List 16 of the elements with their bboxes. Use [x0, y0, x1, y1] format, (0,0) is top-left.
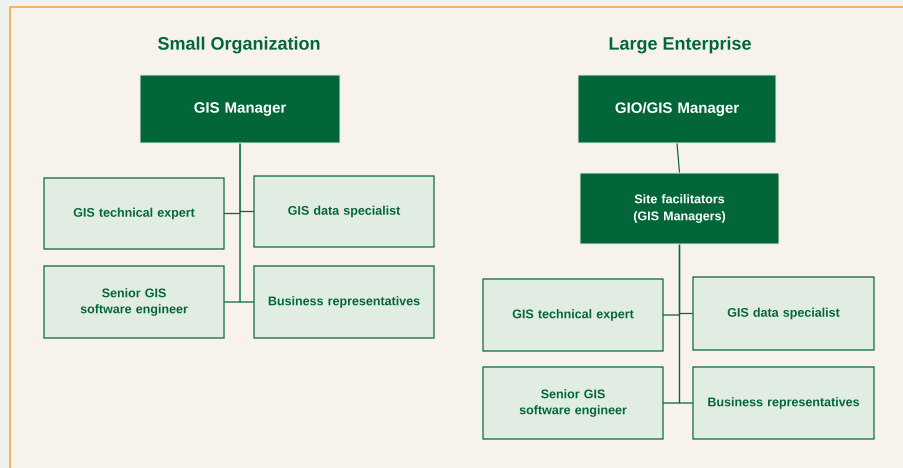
connector-line: [676, 143, 680, 173]
connector-line: [678, 244, 692, 404]
role-box: Senior GIS software engineer: [482, 366, 664, 440]
section-heading: Large Enterprise: [610, 36, 751, 54]
manager-box: Site facilitators (GIS Managers): [580, 172, 780, 244]
role-box: GIS technical expert: [482, 278, 664, 352]
manager-box: GIS Manager: [140, 74, 340, 144]
section-heading: Small Organization: [158, 36, 320, 54]
role-box: GIS data specialist: [692, 276, 875, 351]
role-box: Senior GIS software engineer: [43, 265, 225, 339]
role-box: Business representatives: [253, 265, 435, 339]
role-box: Business representatives: [692, 366, 875, 440]
role-box: GIS data specialist: [253, 175, 435, 248]
manager-box: GIO/GIS Manager: [578, 74, 776, 144]
connector-line: [239, 144, 254, 303]
role-box: GIS technical expert: [43, 177, 225, 250]
